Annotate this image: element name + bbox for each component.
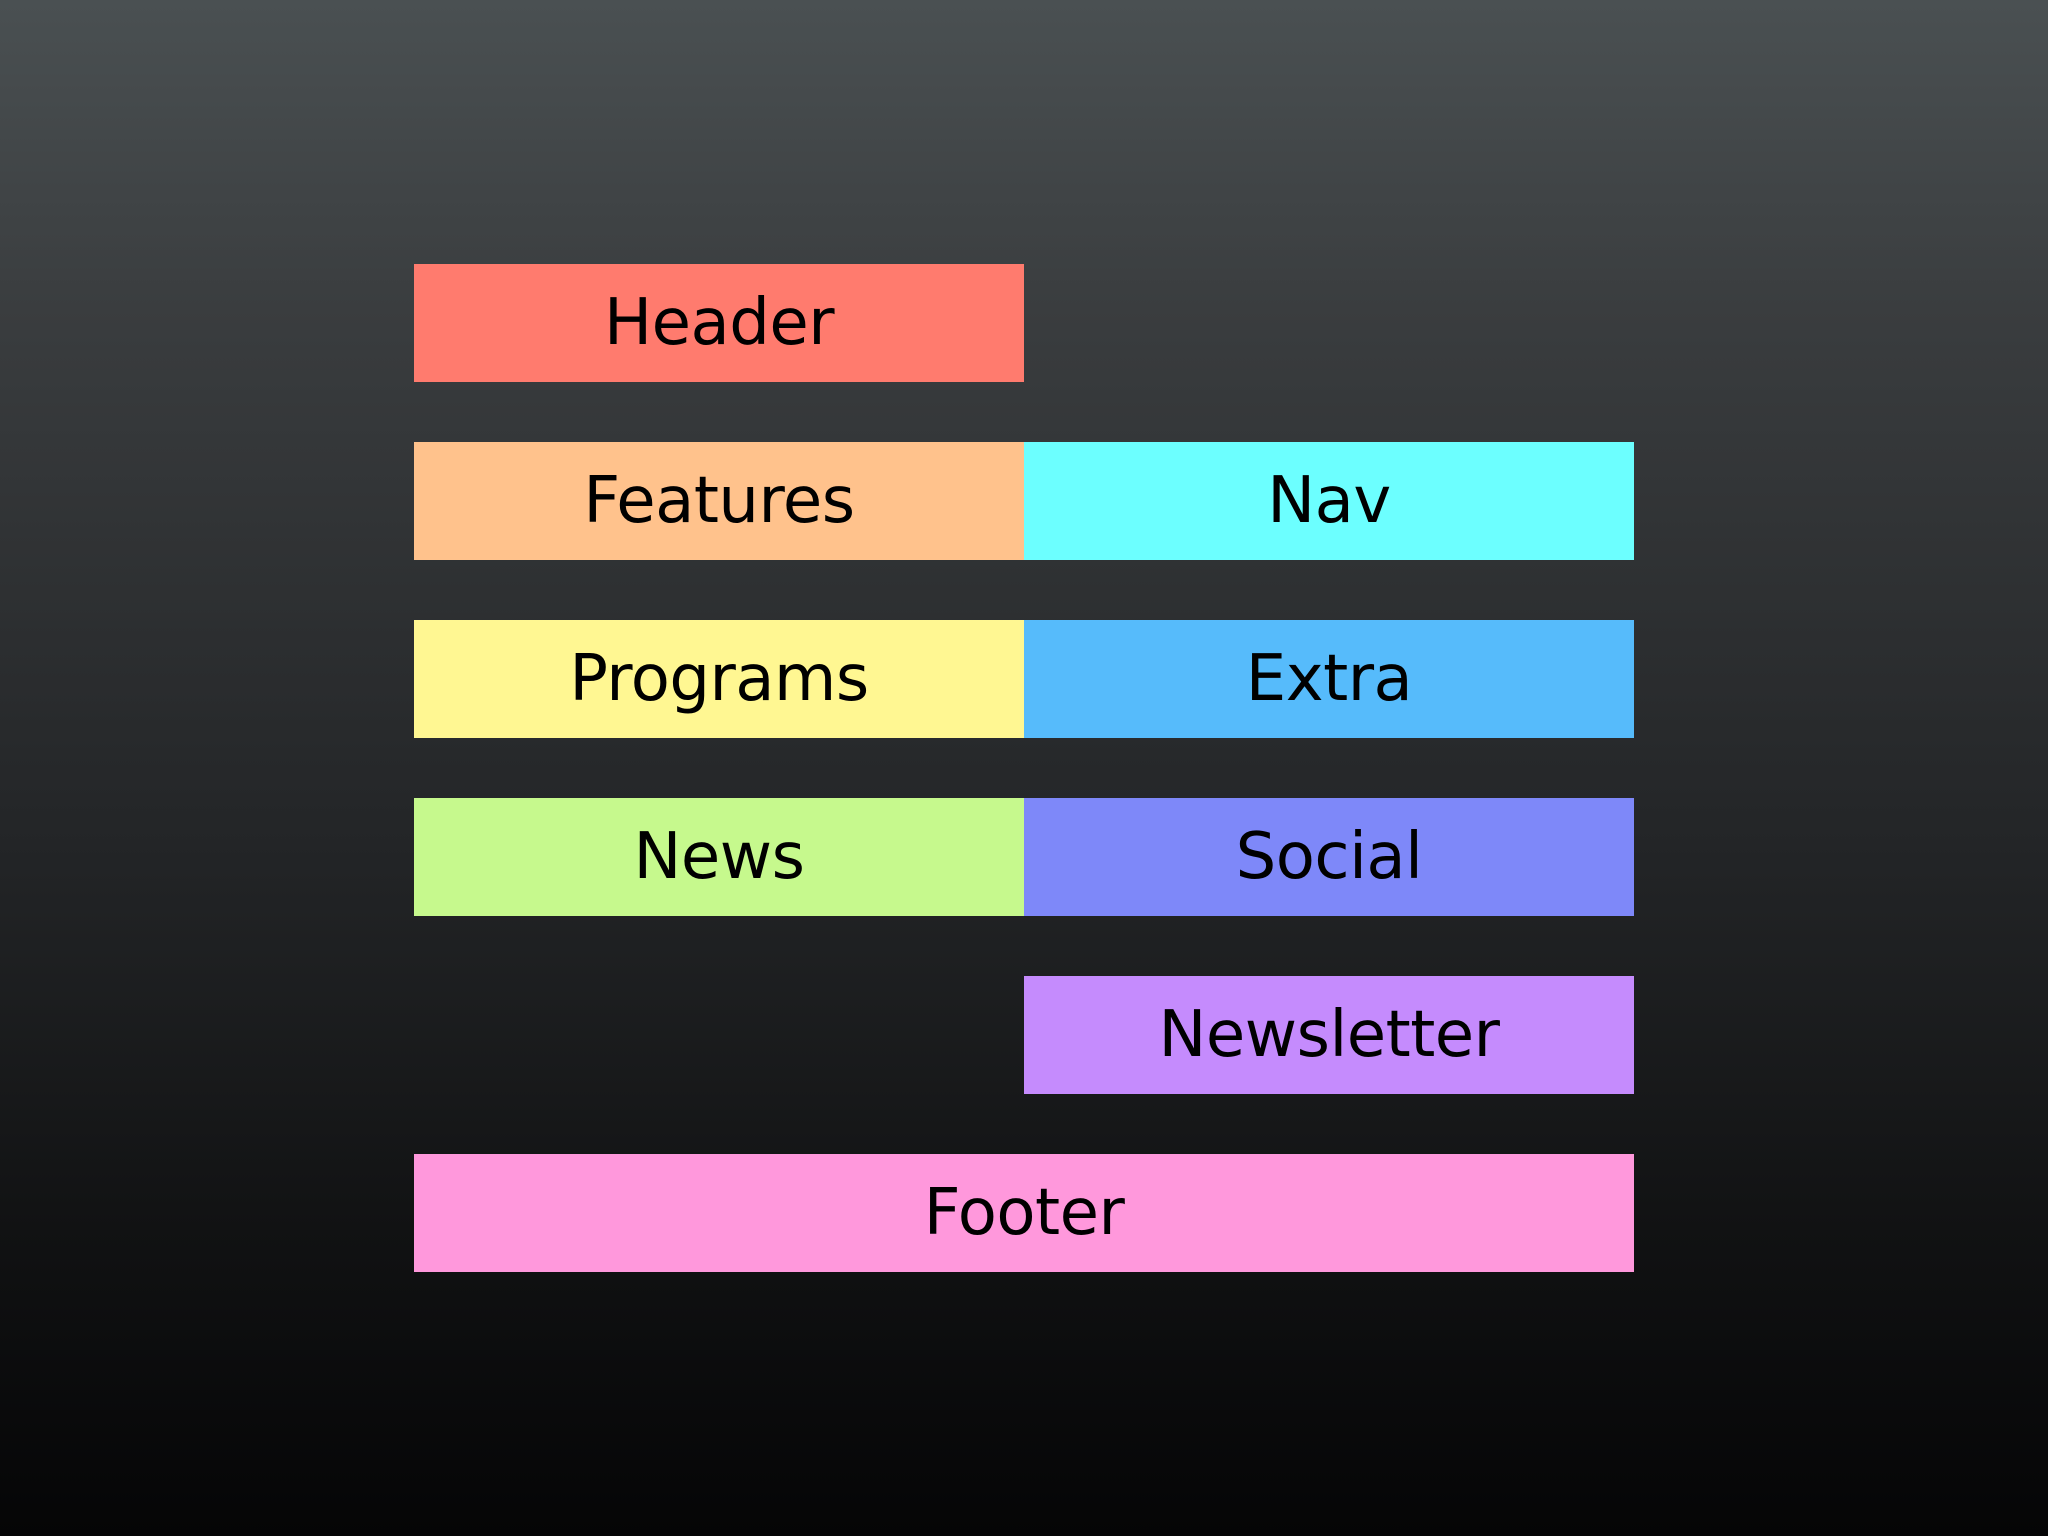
- header-block: Header: [414, 264, 1024, 382]
- features-block: Features: [414, 442, 1024, 560]
- footer-label: Footer: [923, 1176, 1125, 1250]
- nav-label: Nav: [1267, 464, 1391, 538]
- news-block: News: [414, 798, 1024, 916]
- newsletter-label: Newsletter: [1158, 998, 1500, 1072]
- news-label: News: [633, 820, 805, 894]
- nav-block: Nav: [1024, 442, 1634, 560]
- social-label: Social: [1235, 820, 1423, 894]
- programs-block: Programs: [414, 620, 1024, 738]
- social-block: Social: [1024, 798, 1634, 916]
- extra-block: Extra: [1024, 620, 1634, 738]
- extra-label: Extra: [1245, 642, 1413, 716]
- features-label: Features: [583, 464, 855, 538]
- footer-block: Footer: [414, 1154, 1634, 1272]
- programs-label: Programs: [569, 642, 869, 716]
- header-label: Header: [603, 286, 835, 360]
- newsletter-block: Newsletter: [1024, 976, 1634, 1094]
